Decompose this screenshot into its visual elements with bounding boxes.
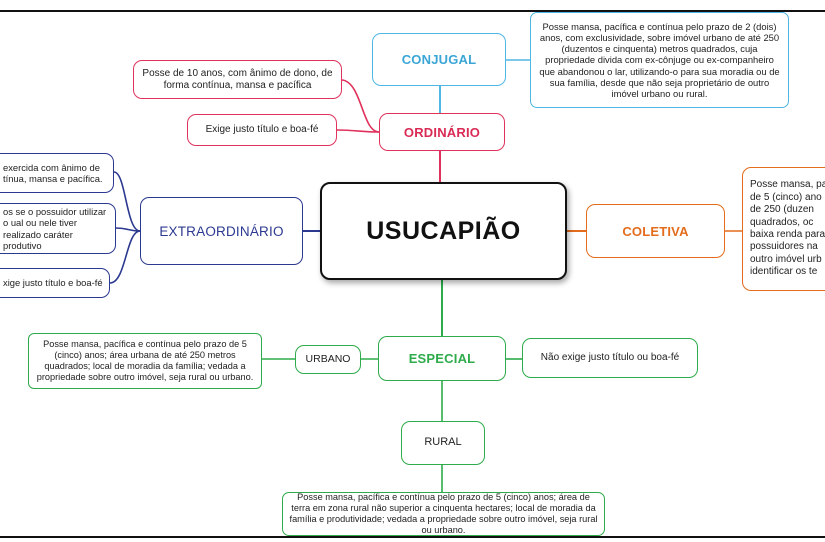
rural-note-text: Posse mansa, pacífica e contínua pelo pr… — [289, 492, 598, 536]
conjugal-node: CONJUGAL — [372, 33, 506, 86]
ordinario-note-1: Posse de 10 anos, com ânimo de dono, de … — [133, 60, 342, 99]
central-node: USUCAPIÃO — [320, 182, 567, 280]
conjugal-note: Posse mansa, pacífica e contínua pelo pr… — [530, 12, 789, 108]
ordinario-note-1-text: Posse de 10 anos, com ânimo de dono, de … — [142, 68, 333, 91]
ordinario-node: ORDINÁRIO — [379, 113, 505, 151]
extraordinario-note-3-text: xige justo título e boa-fé — [3, 277, 103, 289]
extraordinario-label: EXTRAORDINÁRIO — [159, 223, 284, 239]
rural-note: Posse mansa, pacífica e contínua pelo pr… — [282, 492, 605, 536]
urbano-node: URBANO — [295, 345, 361, 374]
urbano-note-text: Posse mansa, pacífica e contínua pelo pr… — [36, 338, 254, 383]
especial-note-text: Não exige justo título ou boa-fé — [540, 352, 680, 364]
extraordinario-note-2: os se o possuidor utilizar o ual ou nele… — [0, 203, 116, 254]
conjugal-note-text: Posse mansa, pacífica e contínua pelo pr… — [539, 20, 780, 99]
central-label: USUCAPIÃO — [366, 216, 521, 245]
especial-node: ESPECIAL — [378, 336, 506, 381]
especial-note: Não exige justo título ou boa-fé — [522, 338, 698, 378]
especial-label: ESPECIAL — [408, 351, 476, 366]
conjugal-label: CONJUGAL — [401, 52, 477, 67]
ordinario-note-2-text: Exige justo título e boa-fé — [205, 124, 319, 136]
ordinario-label: ORDINÁRIO — [403, 124, 481, 140]
link-extra-note3 — [109, 230, 141, 284]
rural-label: RURAL — [424, 436, 462, 449]
extraordinario-note-1: exercida com ânimo de tínua, mansa e pac… — [0, 153, 114, 193]
link-extra-note1 — [113, 171, 141, 232]
rural-node: RURAL — [401, 421, 485, 465]
urbano-note: Posse mansa, pacífica e contínua pelo pr… — [28, 333, 262, 389]
coletiva-note: Posse mansa, pa de 5 (cinco) ano de 250 … — [742, 167, 825, 291]
ordinario-note-2: Exige justo título e boa-fé — [187, 114, 337, 146]
extraordinario-note-1-text: exercida com ânimo de tínua, mansa e pac… — [3, 161, 103, 184]
coletiva-label: COLETIVA — [622, 223, 689, 239]
extraordinario-note-3: xige justo título e boa-fé — [0, 268, 110, 298]
extraordinario-node: EXTRAORDINÁRIO — [140, 197, 303, 265]
extraordinario-note-2-text: os se o possuidor utilizar o ual ou nele… — [3, 206, 107, 251]
coletiva-node: COLETIVA — [586, 204, 725, 258]
link-ordinario-note1 — [341, 79, 380, 133]
coletiva-note-text: Posse mansa, pa de 5 (cinco) ano de 250 … — [750, 179, 825, 278]
urbano-label: URBANO — [305, 352, 351, 365]
link-ordinario-note2 — [336, 129, 380, 133]
